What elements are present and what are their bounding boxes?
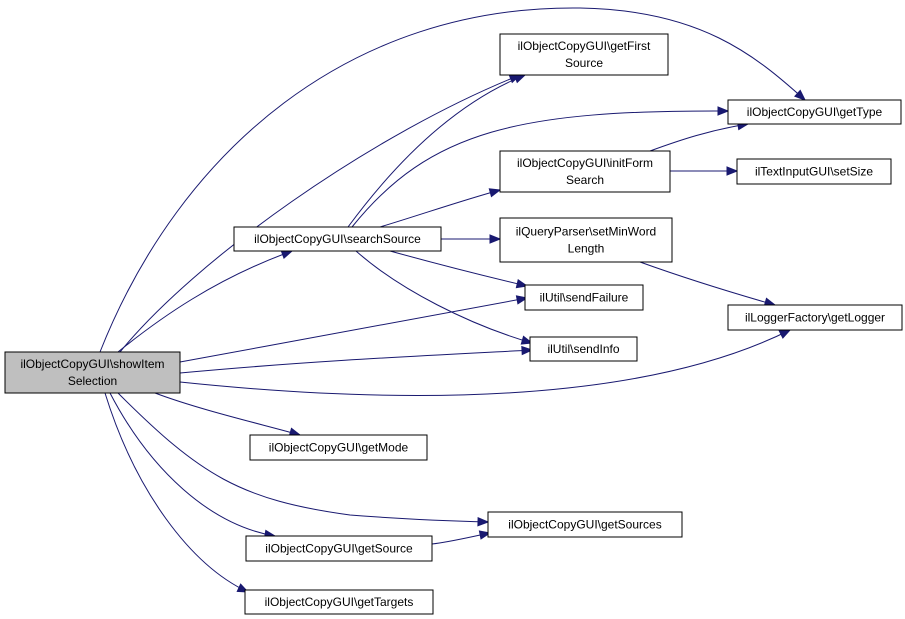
node-box	[499, 217, 673, 263]
edge-show-item-selection-to-get-targets	[104, 392, 250, 593]
node-label-line: ilTextInputGUI\setSize	[755, 165, 873, 179]
node-label-line: Search	[566, 173, 604, 187]
node-box	[499, 150, 671, 193]
arrowhead	[726, 166, 739, 176]
edge-line	[355, 250, 533, 344]
node-label-line: ilLoggerFactory\getLogger	[745, 311, 885, 325]
edge-line	[104, 392, 249, 593]
edge-line	[117, 250, 293, 353]
node-search-source[interactable]: ilObjectCopyGUI\searchSource	[233, 226, 442, 252]
node-box	[524, 284, 644, 311]
arrowhead	[717, 106, 730, 116]
edge-search-source-to-set-min-word-length	[441, 234, 502, 244]
node-box	[499, 33, 669, 76]
node-label-line: ilObjectCopyGUI\getFirst	[518, 39, 651, 53]
node-box	[233, 226, 442, 252]
edge-line	[389, 250, 528, 287]
node-box	[4, 351, 181, 394]
edge-line	[179, 297, 528, 363]
node-get-targets[interactable]: ilObjectCopyGUI\getTargets	[244, 589, 434, 615]
edge-line	[154, 392, 301, 436]
edge-search-source-to-init-form-search	[379, 188, 502, 228]
node-label-line: ilQueryParser\setMinWord	[516, 225, 656, 239]
call-graph-edges	[99, 7, 807, 593]
node-get-type[interactable]: ilObjectCopyGUI\getType	[727, 99, 902, 125]
node-box	[529, 336, 638, 362]
node-label-line: ilObjectCopyGUI\getSource	[265, 542, 413, 556]
node-get-sources[interactable]: ilObjectCopyGUI\getSources	[487, 511, 683, 538]
arrowhead	[515, 278, 529, 289]
node-send-info[interactable]: ilUtil\sendInfo	[529, 336, 638, 362]
node-box	[245, 535, 433, 562]
node-label-line: ilObjectCopyGUI\showItem	[20, 357, 164, 371]
edge-init-form-search-to-get-type	[649, 120, 750, 152]
edge-show-item-selection-to-send-info	[179, 345, 534, 374]
node-box	[244, 589, 434, 615]
edge-search-source-to-get-first-source	[347, 74, 527, 228]
node-label-line: ilObjectCopyGUI\searchSource	[254, 232, 421, 246]
edge-search-source-to-send-info	[355, 250, 534, 345]
edge-line	[109, 392, 276, 537]
node-label-line: ilObjectCopyGUI\getSources	[508, 518, 661, 532]
edge-line	[179, 329, 791, 396]
edge-line	[119, 74, 521, 353]
edge-line	[351, 110, 729, 228]
node-label-line: Selection	[68, 374, 117, 388]
edge-line	[379, 189, 501, 228]
node-label-line: Length	[568, 242, 605, 256]
node-label-line: ilUtil\sendInfo	[547, 342, 619, 356]
edge-show-item-selection-to-get-type	[99, 7, 807, 353]
arrowhead	[794, 89, 807, 101]
edge-line	[649, 123, 749, 152]
arrowhead	[488, 188, 502, 198]
edge-show-item-selection-to-get-mode	[154, 392, 302, 437]
arrowhead	[515, 295, 529, 305]
edge-line	[347, 74, 526, 228]
node-send-failure[interactable]: ilUtil\sendFailure	[524, 284, 644, 311]
edge-line	[99, 7, 806, 353]
edge-line	[117, 392, 489, 523]
edge-search-source-to-get-type	[351, 106, 730, 228]
arrowhead	[521, 345, 534, 356]
node-get-mode[interactable]: ilObjectCopyGUI\getMode	[249, 434, 428, 461]
node-box	[249, 434, 428, 461]
node-label-line: ilObjectCopyGUI\getType	[747, 105, 883, 119]
edge-show-item-selection-to-get-sources	[117, 392, 490, 527]
arrowhead	[478, 530, 492, 540]
edge-show-item-selection-to-get-logger	[179, 329, 792, 396]
edge-set-min-word-length-to-get-logger	[639, 261, 777, 307]
arrowhead	[489, 234, 502, 244]
node-set-size[interactable]: ilTextInputGUI\setSize	[736, 158, 892, 185]
node-label-line: Source	[565, 56, 603, 70]
call-graph-nodes: ilObjectCopyGUI\showItemSelectionilObjec…	[4, 33, 903, 615]
node-get-logger[interactable]: ilLoggerFactory\getLogger	[727, 304, 903, 331]
arrowhead	[778, 329, 792, 339]
node-label-line: ilObjectCopyGUI\initForm	[517, 156, 653, 170]
edge-show-item-selection-to-get-source	[109, 392, 277, 539]
arrowhead	[280, 250, 294, 260]
node-label-line: ilUtil\sendFailure	[540, 291, 629, 305]
arrowhead	[520, 335, 534, 345]
edge-show-item-selection-to-send-failure	[179, 295, 529, 363]
node-label-line: ilObjectCopyGUI\getMode	[269, 441, 409, 455]
node-box	[727, 99, 902, 125]
arrowhead	[513, 74, 527, 84]
edge-get-source-to-get-sources	[431, 530, 492, 545]
node-box	[487, 511, 683, 538]
node-label-line: ilObjectCopyGUI\getTargets	[265, 595, 414, 609]
node-box	[727, 304, 903, 331]
edge-line	[639, 261, 776, 306]
node-box	[736, 158, 892, 185]
edge-search-source-to-send-failure	[389, 250, 529, 289]
node-get-source[interactable]: ilObjectCopyGUI\getSource	[245, 535, 433, 562]
edge-line	[179, 349, 533, 374]
edge-init-form-search-to-set-size	[669, 166, 739, 176]
arrowhead	[477, 516, 490, 527]
edge-show-item-selection-to-search-source	[117, 250, 294, 353]
